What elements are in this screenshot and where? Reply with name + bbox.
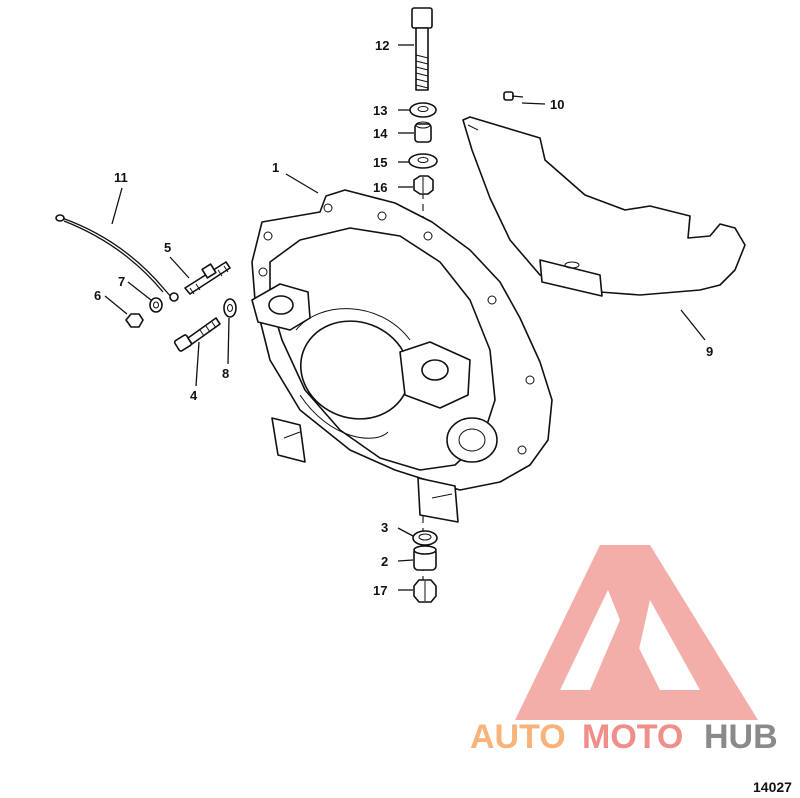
callout-7: 7: [118, 274, 125, 289]
part-3-washer: [412, 530, 438, 546]
callout-8: 8: [222, 366, 229, 381]
part-7-lock-washer: [149, 297, 163, 313]
callout-2: 2: [381, 554, 388, 569]
part-12-bolt: [411, 7, 433, 91]
part-16-nut: [413, 175, 434, 195]
callout-10: 10: [550, 97, 564, 112]
part-4-bolt: [173, 317, 221, 352]
part-11-ground-strap: [55, 214, 179, 302]
watermark-brand-moto: MOTO: [582, 718, 683, 756]
callout-14: 14: [373, 126, 388, 141]
callout-5: 5: [164, 240, 171, 255]
part-15-washer: [408, 153, 438, 169]
callout-4: 4: [190, 388, 198, 403]
watermark-logo: [515, 545, 758, 720]
callout-11: 11: [114, 170, 128, 185]
leader-lines: [104, 44, 706, 591]
part-13-washer: [409, 102, 437, 118]
part-9-cover-plate: [462, 116, 746, 297]
callout-13: 13: [373, 103, 387, 118]
part-10-screw: [503, 91, 524, 101]
callout-17: 17: [373, 583, 387, 598]
part-14-spacer: [414, 121, 432, 143]
part-17-nut: [413, 579, 437, 603]
watermark-brand-auto: AUTO: [470, 718, 566, 756]
callout-1: 1: [272, 160, 279, 175]
figure-number: 14027: [753, 779, 792, 795]
callout-3: 3: [381, 520, 388, 535]
part-8-washer: [223, 298, 237, 318]
callout-6: 6: [94, 288, 101, 303]
callout-9: 9: [706, 344, 713, 359]
callout-16: 16: [373, 180, 387, 195]
part-1-flywheel-housing: [251, 189, 553, 523]
watermark-brand-hub: HUB: [704, 718, 778, 756]
part-6-nut: [125, 313, 144, 328]
callout-15: 15: [373, 155, 387, 170]
part-2-spacer: [413, 545, 437, 571]
part-5-stud: [184, 261, 231, 295]
callout-12: 12: [375, 38, 389, 53]
